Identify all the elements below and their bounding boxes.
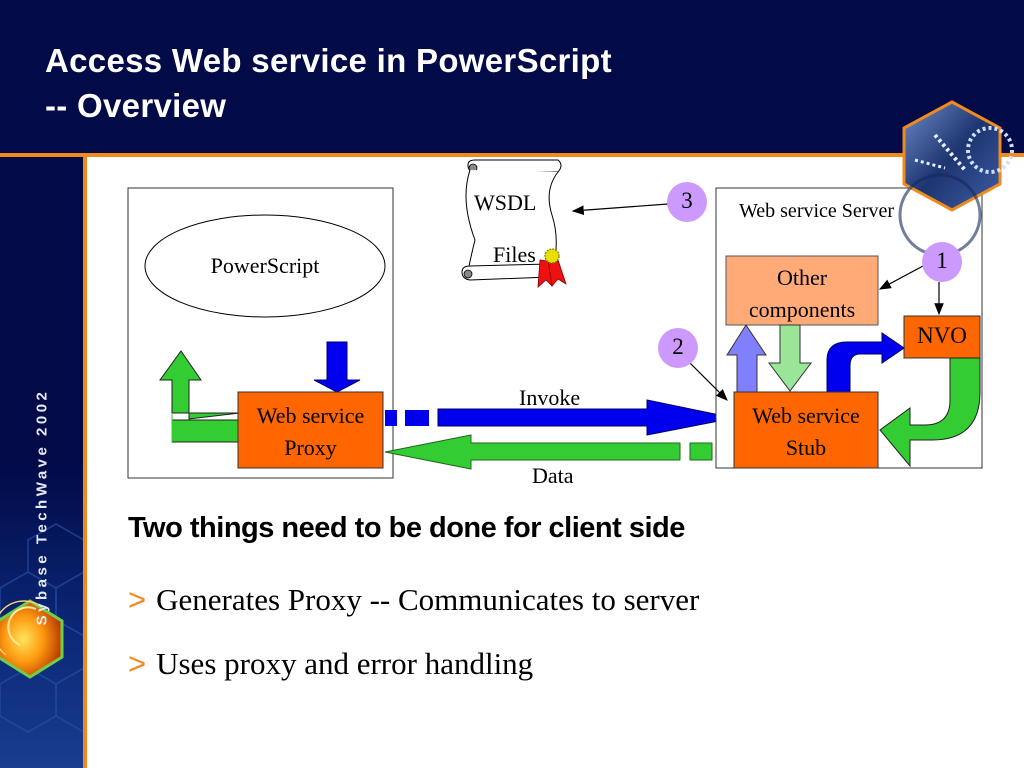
data-arrow: [384, 434, 681, 470]
bullet-text: Generates Proxy -- Communicates to serve…: [156, 582, 700, 617]
header-divider: [0, 153, 1024, 157]
slide-header: [0, 0, 1024, 153]
wsdl-label: WSDL: [474, 190, 537, 215]
sidebar-divider: [83, 155, 87, 768]
bullet-item: > Uses proxy and error handling: [128, 646, 533, 682]
stub-label: Web service Stub: [734, 400, 878, 464]
slide-title: Access Web service in PowerScript -- Ove…: [45, 38, 612, 128]
other-to-stub-arrow: [768, 324, 812, 392]
marker-3: [667, 182, 707, 222]
server-title: Web service Server: [739, 200, 894, 222]
nvo-label: NVO: [917, 323, 967, 348]
bullet-item: > Generates Proxy -- Communicates to serv…: [128, 582, 699, 618]
nvo-to-stub-arrow: [879, 357, 981, 468]
invoke-arrow: [437, 399, 735, 436]
proxy-box: [237, 391, 384, 469]
marker-2-label: 2: [672, 334, 684, 359]
content-heading: Two things need to be done for client si…: [128, 512, 685, 544]
stub-label-line2: Stub: [785, 435, 827, 460]
invoke-dash: [405, 410, 429, 426]
marker-2: [658, 328, 698, 368]
marker-2-pointer: [684, 357, 728, 401]
powerscript-ellipse: [144, 214, 386, 318]
wsdl-scroll-icon: [461, 159, 567, 288]
bullet-text: Uses proxy and error handling: [156, 646, 534, 681]
data-dash: [689, 442, 713, 461]
marker-3-label: 3: [681, 188, 693, 213]
invoke-label: Invoke: [519, 385, 581, 410]
proxy-label-line1: Web service: [256, 403, 365, 428]
bullet-marker: >: [128, 582, 147, 617]
sidebar: Sybase TechWave 2002: [0, 157, 83, 768]
invoke-dash: [385, 410, 397, 426]
other-label-line1: Other: [776, 265, 828, 290]
stub-box: [733, 391, 879, 469]
other-label-line2: components: [748, 297, 856, 322]
proxy-label: Web service Proxy: [238, 400, 383, 464]
proxy-label-line2: Proxy: [284, 435, 337, 460]
marker-1: [922, 242, 962, 282]
gears-hexagon-icon: [898, 100, 1014, 257]
content-area: Two things need to be done for client si…: [128, 512, 699, 681]
powerscript-label: PowerScript: [210, 253, 320, 278]
hexagon-pattern: [0, 523, 83, 733]
nvo-box: [903, 315, 981, 359]
return-arrow-left: [159, 350, 241, 420]
stub-label-line1: Web service: [752, 403, 860, 428]
data-label: Data: [532, 463, 574, 488]
bullet-marker: >: [128, 646, 147, 681]
return-arrow-base: [171, 419, 241, 443]
marker-1-label: 1: [936, 248, 948, 273]
hexagon-glow-icon: [0, 599, 64, 679]
title-line-2: -- Overview: [45, 87, 227, 124]
stub-to-nvo-arrow: [826, 332, 905, 394]
title-line-1: Access Web service in PowerScript: [45, 42, 612, 79]
files-label: Files: [493, 242, 536, 267]
other-components-label: Other components: [726, 262, 878, 326]
marker-3-pointer: [571, 203, 669, 215]
other-components-box: [725, 255, 879, 326]
marker-1-pointer: [878, 265, 924, 290]
stub-to-other-arrow: [726, 324, 767, 396]
call-arrow-down: [313, 341, 361, 393]
